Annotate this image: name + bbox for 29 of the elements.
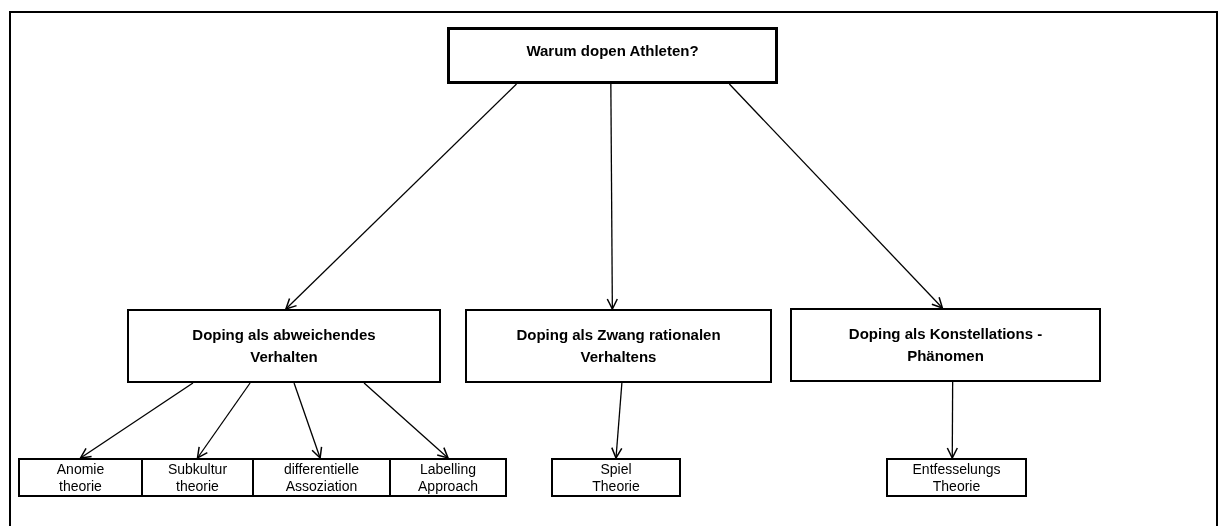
arrow xyxy=(285,83,518,310)
theory-box xyxy=(886,458,1027,497)
arrow xyxy=(79,382,194,459)
theory-label: Subkultur theorie xyxy=(166,460,229,495)
theory-label: Anomie theorie xyxy=(55,460,106,495)
arrow xyxy=(946,381,959,459)
title-text: Warum dopen Athleten? xyxy=(525,41,700,61)
arrow xyxy=(728,83,944,309)
theory-box xyxy=(389,458,507,497)
arrow xyxy=(196,382,251,459)
category-box xyxy=(127,309,441,383)
arrow xyxy=(611,382,623,459)
theory-box xyxy=(551,458,681,497)
theory-label: differentielle Assoziation xyxy=(282,460,361,495)
theory-label: Labelling Approach xyxy=(417,460,479,495)
category-label: Doping als abweichendes Verhalten xyxy=(191,325,377,367)
theory-label: Entfesselungs Theorie xyxy=(911,460,1002,495)
theory-box xyxy=(141,458,254,497)
arrow xyxy=(363,382,449,459)
theory-box xyxy=(252,458,391,497)
theory-label: Spiel Theorie xyxy=(591,460,641,495)
theory-box xyxy=(18,458,143,497)
arrow xyxy=(293,382,323,459)
arrow xyxy=(606,83,619,310)
category-box xyxy=(465,309,772,383)
category-box xyxy=(790,308,1101,382)
title-box xyxy=(447,27,778,84)
category-label: Doping als Zwang rationalen Verhaltens xyxy=(515,325,722,367)
category-label: Doping als Konstellations - Phänomen xyxy=(847,324,1044,366)
